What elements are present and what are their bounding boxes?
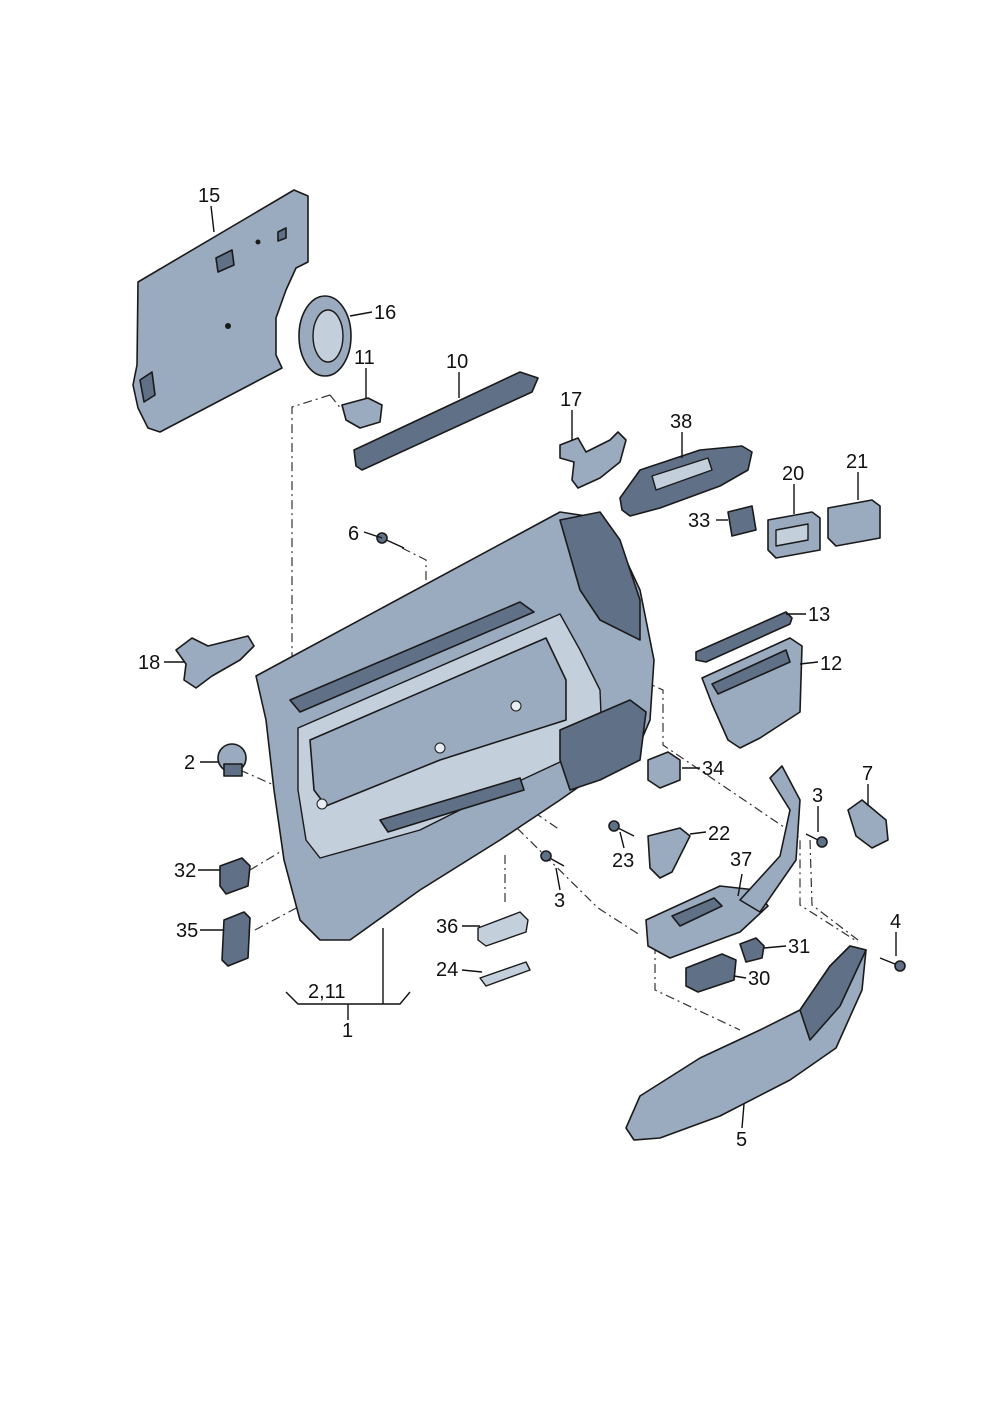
callout-32: 32	[174, 860, 196, 882]
part-21-cover	[827, 499, 881, 547]
callout-13: 13	[808, 604, 830, 626]
part-34-clip	[647, 751, 681, 789]
callout-6: 6	[348, 523, 359, 545]
part-7-bracket	[847, 799, 889, 849]
part-36-cover	[477, 911, 529, 947]
part-23-screw	[608, 820, 635, 837]
part-33-switch	[727, 505, 757, 537]
part-20-cover	[767, 511, 821, 559]
callout-31: 31	[788, 936, 810, 958]
callout-11: 11	[354, 347, 375, 369]
part-32-switch	[219, 857, 251, 895]
callout-20: 20	[782, 463, 804, 485]
part-15-insulation-panel	[132, 189, 309, 433]
callout-3-left: 3	[554, 890, 565, 912]
part-37-switch-module	[645, 765, 801, 959]
callout-38: 38	[670, 411, 692, 433]
callout-35: 35	[176, 920, 198, 942]
callout-7: 7	[862, 763, 873, 785]
part-35-switch	[221, 911, 251, 967]
part-10-trim-strip	[353, 371, 539, 471]
callout-17: 17	[560, 389, 582, 411]
callout-1: 1	[342, 1020, 353, 1042]
callout-18: 18	[138, 652, 160, 674]
callout-33: 33	[688, 510, 710, 532]
part-18-bracket	[175, 635, 255, 689]
part-2-clip	[217, 743, 247, 777]
callout-24: 24	[436, 959, 458, 981]
callout-36: 36	[436, 916, 458, 938]
callout-4: 4	[890, 911, 901, 933]
part-31-switch	[739, 937, 765, 963]
part-13-strip	[695, 611, 793, 663]
part-3-screw-a	[540, 850, 565, 867]
part-6-screw	[376, 532, 405, 549]
part-17-bracket	[559, 431, 627, 489]
part-4-screw	[879, 957, 906, 972]
leader-lines	[164, 205, 897, 1129]
part-12-storage-bin	[701, 637, 803, 749]
callout-21: 21	[846, 451, 868, 473]
callout-15: 15	[198, 185, 220, 207]
callout-22: 22	[708, 823, 730, 845]
callout-3-right: 3	[812, 785, 823, 807]
callout-5: 5	[736, 1129, 747, 1151]
part-11-clip	[341, 397, 383, 429]
callout-12: 12	[820, 653, 842, 675]
part-16-speaker-ring	[298, 295, 352, 377]
part-30-switch	[685, 953, 737, 993]
callout-labels: 15 16 11 10 17 38 20 21 33 6 13 18 12 2 …	[138, 185, 901, 1151]
callout-37: 37	[730, 849, 752, 871]
part-24-cover	[479, 961, 531, 987]
callout-23: 23	[612, 850, 634, 872]
callout-30: 30	[748, 968, 770, 990]
part-1-door-trim-panel	[255, 511, 655, 941]
part-5-armrest	[625, 945, 867, 1141]
callout-10: 10	[446, 351, 468, 373]
callout-2-11: 2,11	[308, 981, 345, 1003]
part-22-bracket	[647, 827, 691, 879]
callout-2: 2	[184, 752, 195, 774]
callout-16: 16	[374, 302, 396, 324]
part-38-door-opener-housing	[619, 445, 753, 517]
callout-34: 34	[702, 758, 724, 780]
part-3-screw-b	[805, 833, 828, 848]
